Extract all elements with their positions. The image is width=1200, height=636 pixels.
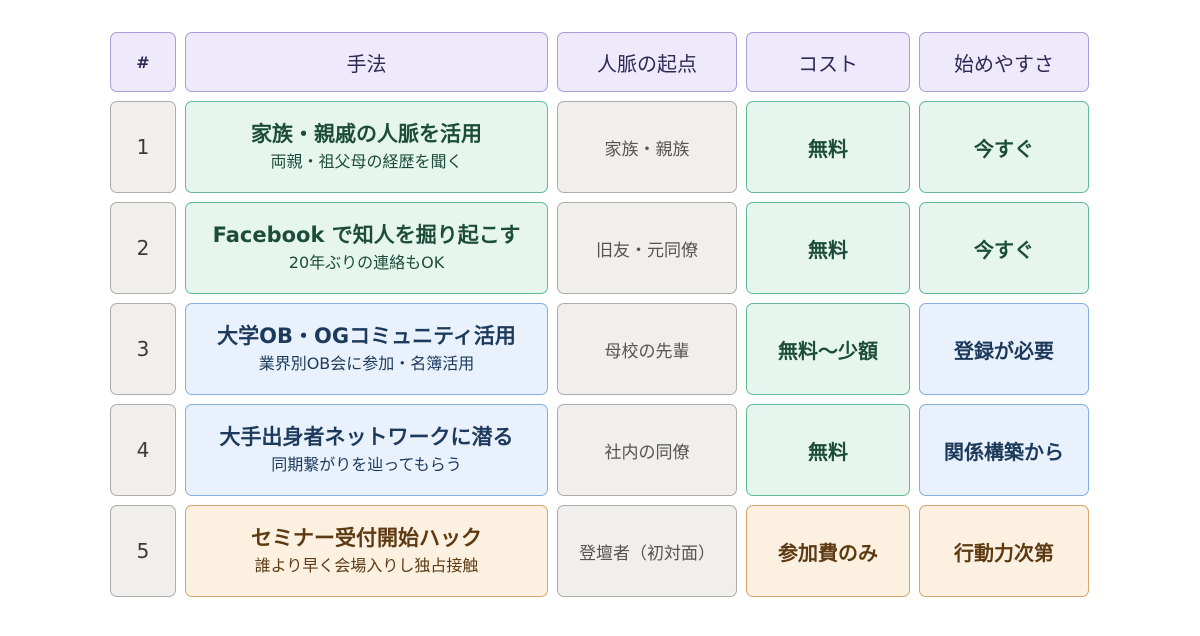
ease-cell: 関係構築から <box>919 404 1089 496</box>
method-cell: 家族・親戚の人脈を活用 両親・祖父母の経歴を聞く <box>185 101 548 193</box>
cost-cell: 無料〜少額 <box>746 303 910 395</box>
ease-cell: 行動力次第 <box>919 505 1089 597</box>
ease-cell: 登録が必要 <box>919 303 1089 395</box>
header-num: # <box>110 32 176 92</box>
method-subtitle: 業界別OB会に参加・名簿活用 <box>258 353 475 373</box>
header-source: 人脈の起点 <box>557 32 737 92</box>
method-title: 家族・親戚の人脈を活用 <box>251 122 482 147</box>
header-method: 手法 <box>185 32 548 92</box>
method-cell: 大手出身者ネットワークに潜る 同期繋がりを辿ってもらう <box>185 404 548 496</box>
source-cell: 母校の先輩 <box>557 303 737 395</box>
method-cell: 大学OB・OGコミュニティ活用 業界別OB会に参加・名簿活用 <box>185 303 548 395</box>
method-subtitle: 同期繋がりを辿ってもらう <box>271 454 462 474</box>
methods-table: # 手法 人脈の起点 コスト 始めやすさ 1 家族・親戚の人脈を活用 両親・祖父… <box>110 32 1089 597</box>
cost-cell: 無料 <box>746 202 910 294</box>
header-cost: コスト <box>746 32 910 92</box>
method-subtitle: 20年ぶりの連絡もOK <box>288 252 445 272</box>
header-ease: 始めやすさ <box>919 32 1089 92</box>
source-cell: 登壇者（初対面） <box>557 505 737 597</box>
method-title: Facebook で知人を掘り起こす <box>212 223 521 248</box>
ease-cell: 今すぐ <box>919 202 1089 294</box>
row-number: 3 <box>110 303 176 395</box>
method-cell: セミナー受付開始ハック 誰より早く会場入りし独占接触 <box>185 505 548 597</box>
source-cell: 旧友・元同僚 <box>557 202 737 294</box>
cost-cell: 無料 <box>746 404 910 496</box>
cost-cell: 参加費のみ <box>746 505 910 597</box>
ease-cell: 今すぐ <box>919 101 1089 193</box>
row-number: 5 <box>110 505 176 597</box>
row-number: 2 <box>110 202 176 294</box>
source-cell: 社内の同僚 <box>557 404 737 496</box>
row-number: 1 <box>110 101 176 193</box>
method-title: 大手出身者ネットワークに潜る <box>219 425 514 450</box>
cost-cell: 無料 <box>746 101 910 193</box>
source-cell: 家族・親族 <box>557 101 737 193</box>
method-title: 大学OB・OGコミュニティ活用 <box>217 324 516 349</box>
method-cell: Facebook で知人を掘り起こす 20年ぶりの連絡もOK <box>185 202 548 294</box>
method-subtitle: 両親・祖父母の経歴を聞く <box>270 151 463 171</box>
row-number: 4 <box>110 404 176 496</box>
method-subtitle: 誰より早く会場入りし独占接触 <box>254 555 479 575</box>
method-title: セミナー受付開始ハック <box>251 526 482 551</box>
